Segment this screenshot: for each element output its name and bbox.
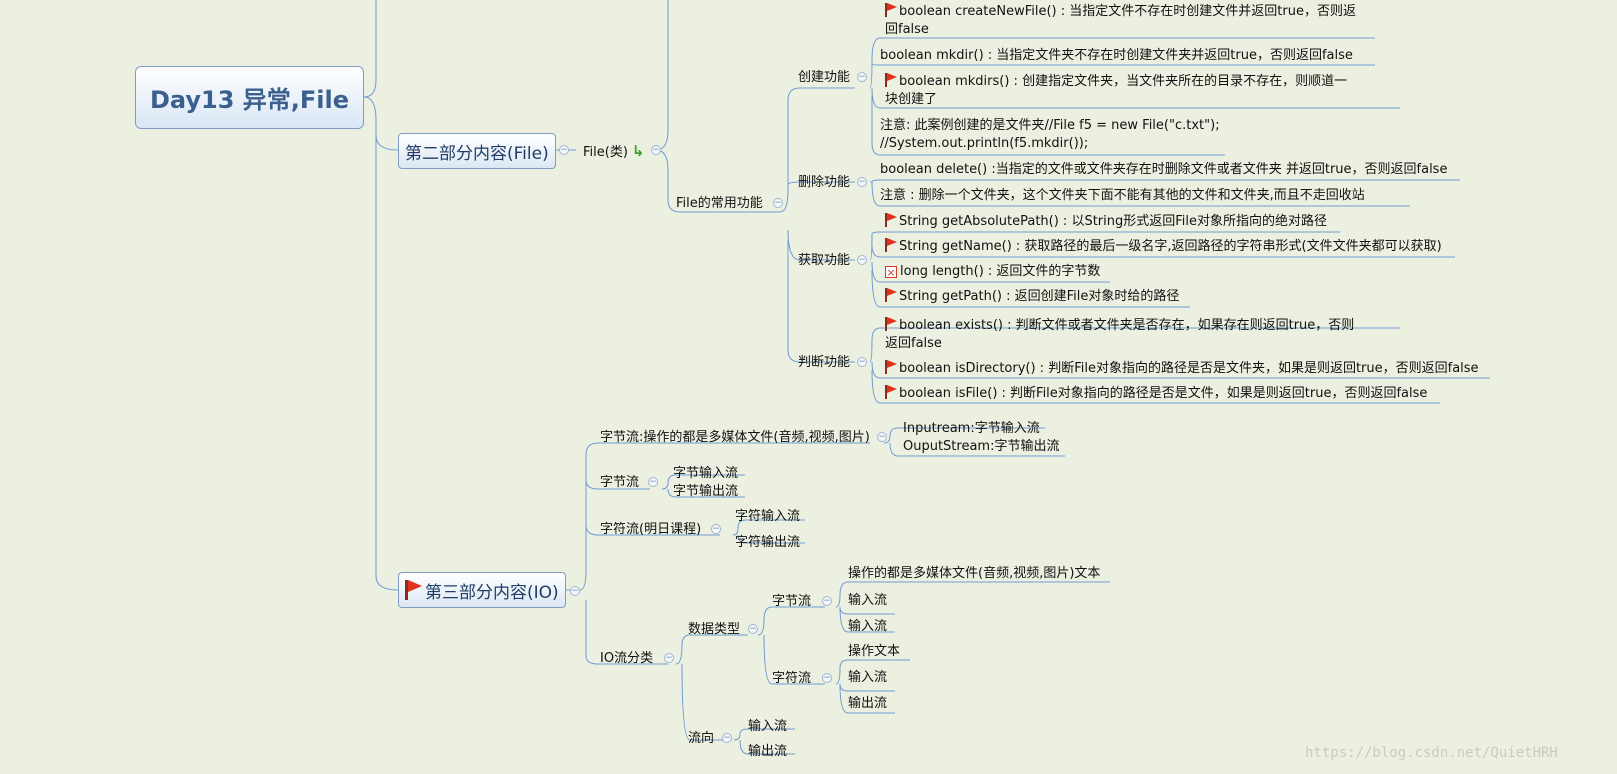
dt-byte-node[interactable]: 字节流 (772, 594, 812, 609)
dt-byte-desc[interactable]: 操作的都是多媒体文件(音频,视频,图片)文本 (848, 566, 1101, 581)
create-item-2[interactable]: boolean mkdirs() : 创建指定文件夹，当文件夹所在的目录不存在，… (885, 73, 1348, 107)
get-item-2[interactable]: ×long length() : 返回文件的字节数 (885, 264, 1101, 279)
flag-icon (885, 73, 897, 87)
collapse-icon[interactable]: − (857, 255, 867, 265)
dt-char-out[interactable]: 输出流 (848, 696, 888, 711)
get-item-3[interactable]: String getPath() : 返回创建File对象时给的路径 (885, 288, 1179, 306)
collapse-icon[interactable]: − (570, 586, 580, 596)
create-item-4[interactable]: //System.out.println(f5.mkdir()); (880, 136, 1089, 151)
dt-char-in[interactable]: 输入流 (848, 670, 888, 685)
dt-byte-out[interactable]: 输入流 (848, 619, 888, 634)
flag-icon (885, 385, 897, 399)
delete-item-1[interactable]: 注意 : 删除一个文件夹，这个文件夹下面不能有其他的文件和文件夹,而且不走回收站 (880, 188, 1365, 203)
dir-out-node[interactable]: 输出流 (748, 744, 788, 759)
flag-icon (885, 288, 897, 302)
input-stream-node[interactable]: Inputream:字节输入流 (903, 421, 1040, 436)
char-in-node[interactable]: 字符输入流 (735, 509, 801, 524)
create-node[interactable]: 创建功能 (798, 70, 851, 85)
io-class-node[interactable]: IO流分类 (600, 651, 654, 666)
create-item-3[interactable]: 注意: 此案例创建的是文件夹//File f5 = new File("c.tx… (880, 118, 1220, 133)
char-stream-node[interactable]: 字符流(明日课程) (600, 522, 702, 537)
collapse-icon[interactable]: − (877, 432, 887, 442)
create-item-1[interactable]: boolean mkdir() : 当指定文件夹不存在时创建文件夹并返回true… (880, 48, 1353, 63)
part2-node[interactable]: 第二部分内容(File) (398, 133, 556, 169)
collapse-icon[interactable]: − (773, 198, 783, 208)
collapse-icon[interactable]: − (857, 72, 867, 82)
collapse-icon[interactable]: − (648, 477, 658, 487)
judge-item-2[interactable]: boolean isFile() : 判断File对象指向的路径是否是文件，如果… (885, 385, 1427, 403)
direction-node[interactable]: 流向 (688, 731, 715, 746)
byte-in-node[interactable]: 字节输入流 (673, 466, 739, 481)
judge-item-1[interactable]: boolean isDirectory() : 判断File对象指向的路径是否是… (885, 360, 1479, 378)
collapse-icon[interactable]: − (822, 673, 832, 683)
root-node[interactable]: Day13 异常,File (135, 66, 364, 129)
get-item-1[interactable]: String getName() : 获取路径的最后一级名字,返回路径的字符串形… (885, 238, 1442, 256)
part3-node[interactable]: 第三部分内容(IO) (398, 572, 566, 608)
byte-stream-node[interactable]: 字节流 (600, 475, 640, 490)
cross-box-icon: × (885, 266, 897, 279)
get-item-0[interactable]: String getAbsolutePath() : 以String形式返回Fi… (885, 213, 1327, 231)
flag-icon (885, 3, 897, 17)
byte-out-node[interactable]: 字节输出流 (673, 484, 739, 499)
collapse-icon[interactable]: − (651, 145, 661, 155)
delete-node[interactable]: 删除功能 (798, 175, 851, 190)
green-arrow-icon: ↳ (631, 142, 645, 160)
file-common-node[interactable]: File的常用功能 (676, 196, 763, 211)
collapse-icon[interactable]: − (664, 653, 674, 663)
flag-icon (885, 238, 897, 252)
collapse-icon[interactable]: − (822, 596, 832, 606)
collapse-icon[interactable]: − (711, 524, 721, 534)
char-out-node[interactable]: 字符输出流 (735, 535, 801, 550)
collapse-icon[interactable]: − (748, 624, 758, 634)
dt-byte-in[interactable]: 输入流 (848, 593, 888, 608)
delete-item-0[interactable]: boolean delete() :当指定的文件或文件夹存在时删除文件或者文件夹… (880, 162, 1448, 177)
judge-item-0[interactable]: boolean exists() : 判断文件或者文件夹是否存在，如果存在则返回… (885, 317, 1355, 351)
file-class-node[interactable]: File(类)↳ (583, 142, 645, 160)
collapse-icon[interactable]: − (722, 733, 732, 743)
create-item-0[interactable]: boolean createNewFile() : 当指定文件不存在时创建文件并… (885, 3, 1356, 37)
flag-icon (885, 213, 897, 227)
data-type-node[interactable]: 数据类型 (688, 622, 741, 637)
collapse-icon[interactable]: − (857, 357, 867, 367)
dir-in-node[interactable]: 输入流 (748, 719, 788, 734)
flag-icon (885, 360, 897, 374)
dt-char-node[interactable]: 字符流 (772, 671, 812, 686)
dt-char-desc[interactable]: 操作文本 (848, 644, 901, 659)
watermark: https://blog.csdn.net/QuietHRH (1305, 745, 1558, 761)
flag-icon (405, 580, 422, 600)
get-node[interactable]: 获取功能 (798, 253, 851, 268)
collapse-icon[interactable]: − (559, 145, 569, 155)
byte-stream-media-node[interactable]: 字节流:操作的都是多媒体文件(音频,视频,图片) (600, 430, 870, 445)
output-stream-node[interactable]: OuputStream:字节输出流 (903, 439, 1060, 454)
flag-icon (885, 317, 897, 331)
judge-node[interactable]: 判断功能 (798, 355, 851, 370)
collapse-icon[interactable]: − (857, 177, 867, 187)
